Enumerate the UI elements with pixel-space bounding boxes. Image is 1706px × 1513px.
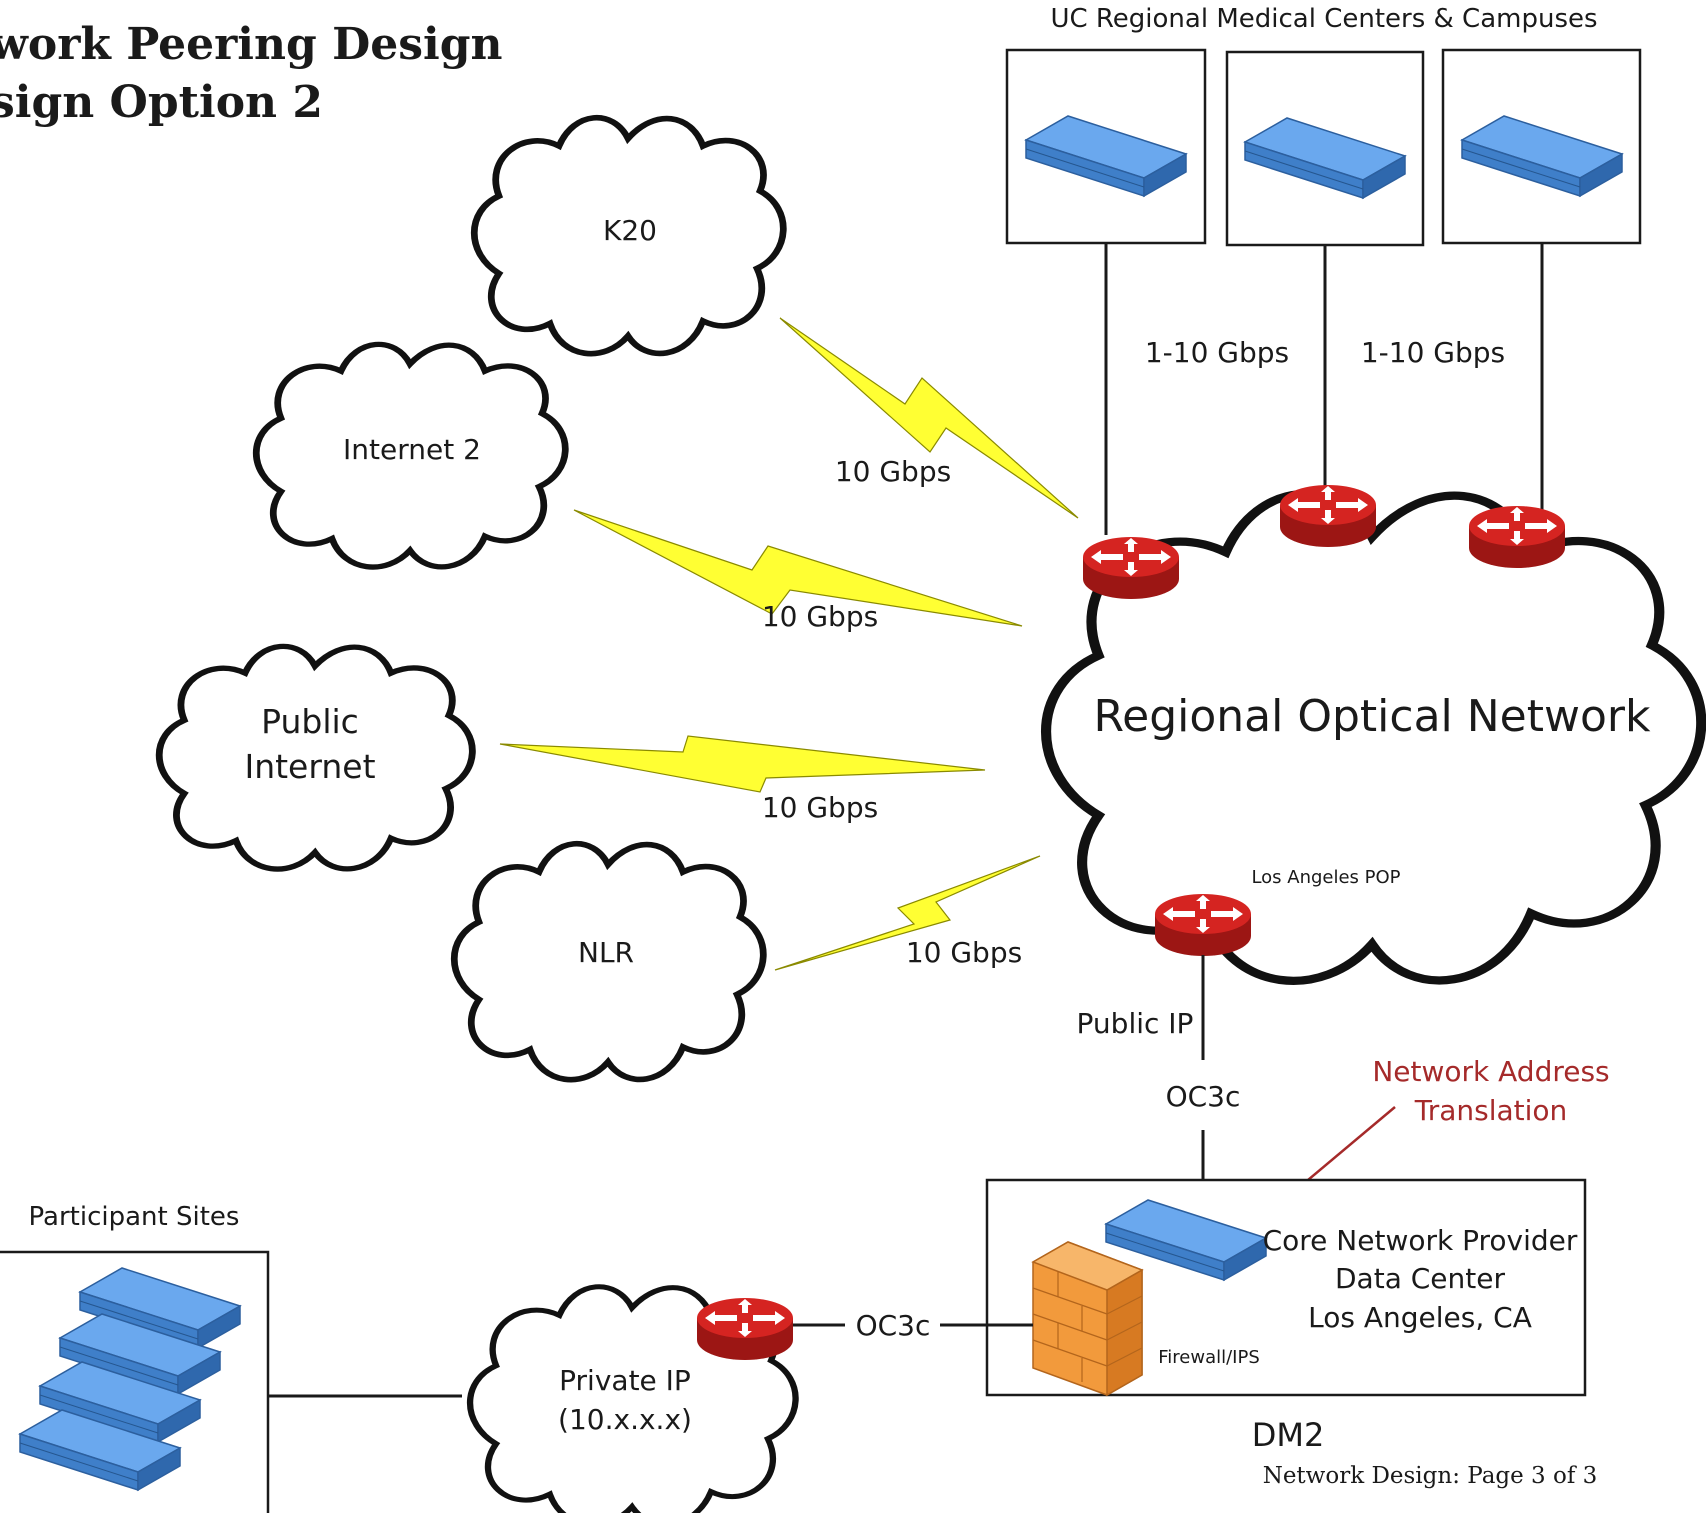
- uc-sites-heading: UC Regional Medical Centers & Campuses: [1050, 4, 1597, 34]
- internet2-label: Internet 2: [343, 433, 481, 466]
- nlr-link-bolt: [774, 855, 1041, 971]
- router-icon-uc-1: [1083, 537, 1179, 599]
- nlr-label: NLR: [578, 936, 634, 969]
- public-internet-link-speed: 10 Gbps: [762, 791, 878, 824]
- router-icon-uc-3: [1469, 506, 1565, 568]
- firewall-icon: [1031, 1241, 1144, 1397]
- k20-label: K20: [603, 214, 657, 247]
- participant-sites-heading: Participant Sites: [29, 1202, 240, 1232]
- nat-label-2: Translation: [1414, 1094, 1568, 1127]
- k20-link-speed: 10 Gbps: [835, 455, 951, 488]
- data-center-label-1: Core Network Provider: [1263, 1224, 1578, 1257]
- public-internet-label-2: Internet: [244, 747, 375, 786]
- oc3c-upper-label: OC3c: [1166, 1080, 1241, 1113]
- data-center-label-2: Data Center: [1335, 1262, 1505, 1295]
- internet2-link-bolt: [573, 509, 1023, 627]
- oc3c-lower-label: OC3c: [856, 1309, 931, 1342]
- uc-link-speed-2: 1-10 Gbps: [1361, 336, 1505, 369]
- page-title-line2: sign Option 2: [0, 77, 323, 128]
- k20-link-bolt: [779, 317, 1079, 519]
- router-icon-la-pop: [1155, 894, 1251, 956]
- private-ip-label-1: Private IP: [559, 1364, 691, 1397]
- public-ip-label: Public IP: [1077, 1007, 1194, 1040]
- data-center-label-3: Los Angeles, CA: [1308, 1301, 1532, 1334]
- dm2-label: DM2: [1252, 1416, 1325, 1454]
- uc-link-speed-1: 1-10 Gbps: [1145, 336, 1289, 369]
- regional-optical-network-label: Regional Optical Network: [1094, 691, 1651, 742]
- public-internet-link-bolt: [499, 735, 986, 793]
- page-title-line1: work Peering Design: [0, 19, 502, 70]
- router-icon-uc-2: [1280, 485, 1376, 547]
- firewall-label: Firewall/IPS: [1158, 1347, 1260, 1368]
- router-icon-private: [697, 1298, 793, 1360]
- private-ip-label-2: (10.x.x.x): [558, 1403, 692, 1436]
- public-internet-label-1: Public: [261, 702, 359, 741]
- page-footer: Network Design: Page 3 of 3: [1263, 1463, 1598, 1489]
- nat-label-1: Network Address: [1372, 1055, 1609, 1088]
- internet2-link-speed: 10 Gbps: [762, 600, 878, 633]
- la-pop-label: Los Angeles POP: [1251, 867, 1400, 888]
- nlr-link-speed: 10 Gbps: [906, 936, 1022, 969]
